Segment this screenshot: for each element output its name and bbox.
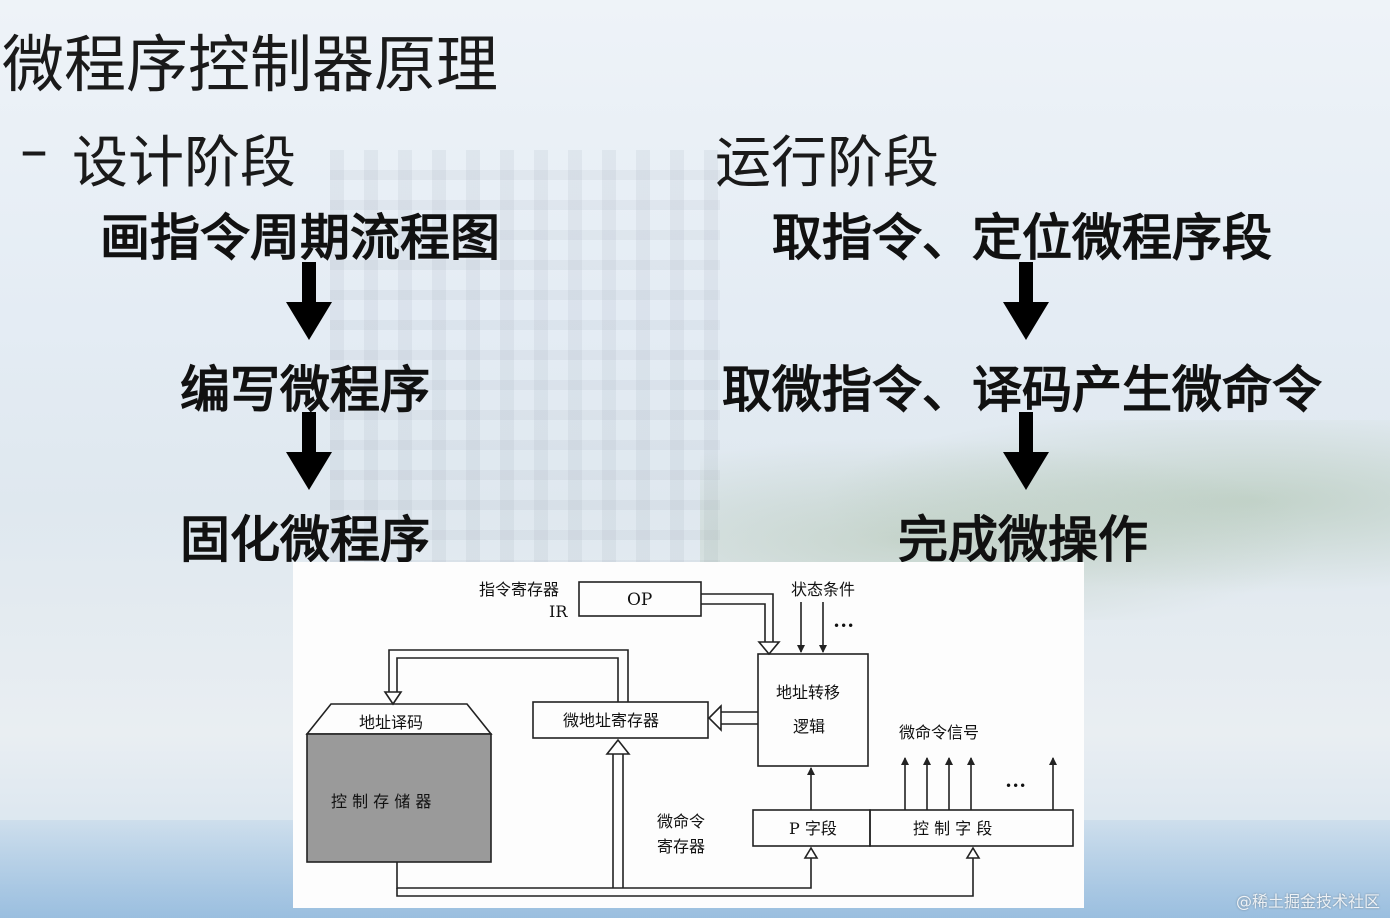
status-ellipsis: ••• [833, 619, 854, 633]
status-conditions-label: 状态条件 [791, 580, 855, 599]
control-field-label: 控 制 字 段 [913, 819, 992, 838]
design-arrow-down-icon [286, 262, 332, 340]
controller-diagram: 指令寄存器 IR OP 状态条件 ••• 地址转移 逻辑 微地址寄存器 地址译码… [293, 562, 1084, 908]
op-label: OP [627, 590, 652, 610]
ir-abbrev: IR [549, 602, 568, 621]
op-box [578, 581, 702, 617]
p-field-label: P 字段 [789, 819, 837, 838]
micro-address-register-box [532, 701, 709, 739]
micro-instruction-register-label-2: 寄存器 [657, 837, 705, 856]
ir-label: 指令寄存器 [479, 580, 559, 599]
page-title: 微程序控制器原理 [2, 28, 499, 101]
micro-instruction-register-label-1: 微命令 [657, 812, 705, 831]
run-arrow-down-icon [1003, 412, 1049, 490]
signal-ellipsis: ••• [1005, 779, 1026, 793]
address-transfer-label-2: 逻辑 [793, 717, 825, 736]
run-arrow-down-icon [1003, 262, 1049, 340]
controller-diagram-svg: 指令寄存器 IR OP 状态条件 ••• 地址转移 逻辑 微地址寄存器 地址译码… [305, 580, 1074, 897]
bullet-dash: – [20, 118, 48, 183]
design-step-3: 固化微程序 [180, 511, 430, 569]
micro-command-signals-label: 微命令信号 [899, 723, 979, 742]
control-store-box [306, 733, 492, 863]
address-decode-label: 地址译码 [359, 713, 423, 732]
run-step-1: 取指令、定位微程序段 [772, 209, 1272, 267]
design-phase-heading: 设计阶段 [72, 131, 296, 196]
background-building [330, 150, 720, 570]
design-arrow-down-icon [286, 412, 332, 490]
address-transfer-box [757, 653, 869, 767]
micro-address-register-label: 微地址寄存器 [563, 711, 659, 730]
run-phase-heading: 运行阶段 [715, 131, 939, 196]
run-step-3: 完成微操作 [898, 511, 1148, 569]
design-step-1: 画指令周期流程图 [100, 209, 500, 267]
run-step-2: 取微指令、译码产生微命令 [722, 361, 1322, 419]
op-to-logic-line [701, 593, 774, 646]
design-step-2: 编写微程序 [180, 361, 430, 419]
watermark: @稀土掘金技术社区 [1235, 892, 1380, 911]
address-transfer-label-1: 地址转移 [776, 683, 840, 702]
control-store-label: 控 制 存 储 器 [331, 792, 431, 811]
